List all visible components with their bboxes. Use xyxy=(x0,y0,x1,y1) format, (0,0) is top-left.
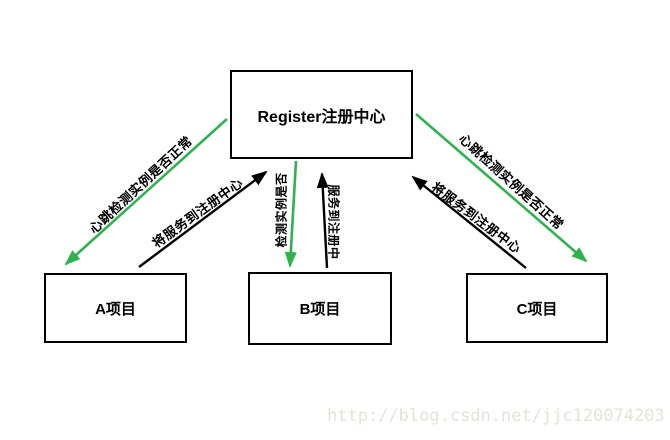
edge-label-heartbeat-b: 检测实例是否 xyxy=(274,172,289,248)
register-center-label: Register注册中心 xyxy=(257,108,386,126)
project-b-label: B项目 xyxy=(299,301,341,318)
register-arrow-a-to-register xyxy=(138,170,268,268)
register-arrow-c-to-register xyxy=(411,175,527,269)
project-b-box: B项目 xyxy=(248,272,392,345)
heartbeat-arrow-register-to-c xyxy=(415,113,588,263)
register-center-box: Register注册中心 xyxy=(230,70,413,159)
project-a-box: A项目 xyxy=(44,273,187,343)
project-c-label: C项目 xyxy=(516,300,558,318)
project-a-label: A项目 xyxy=(95,300,136,318)
heartbeat-arrow-register-to-a xyxy=(64,118,228,266)
register-arrow-b-to-register xyxy=(316,172,329,269)
heartbeat-arrow-register-to-b xyxy=(284,160,298,268)
csdn-watermark: http://blog.csdn.net/jjc120074203 xyxy=(327,406,665,426)
edge-label-register-b: 服务到注册中 xyxy=(326,184,341,260)
project-c-box: C项目 xyxy=(466,273,608,343)
